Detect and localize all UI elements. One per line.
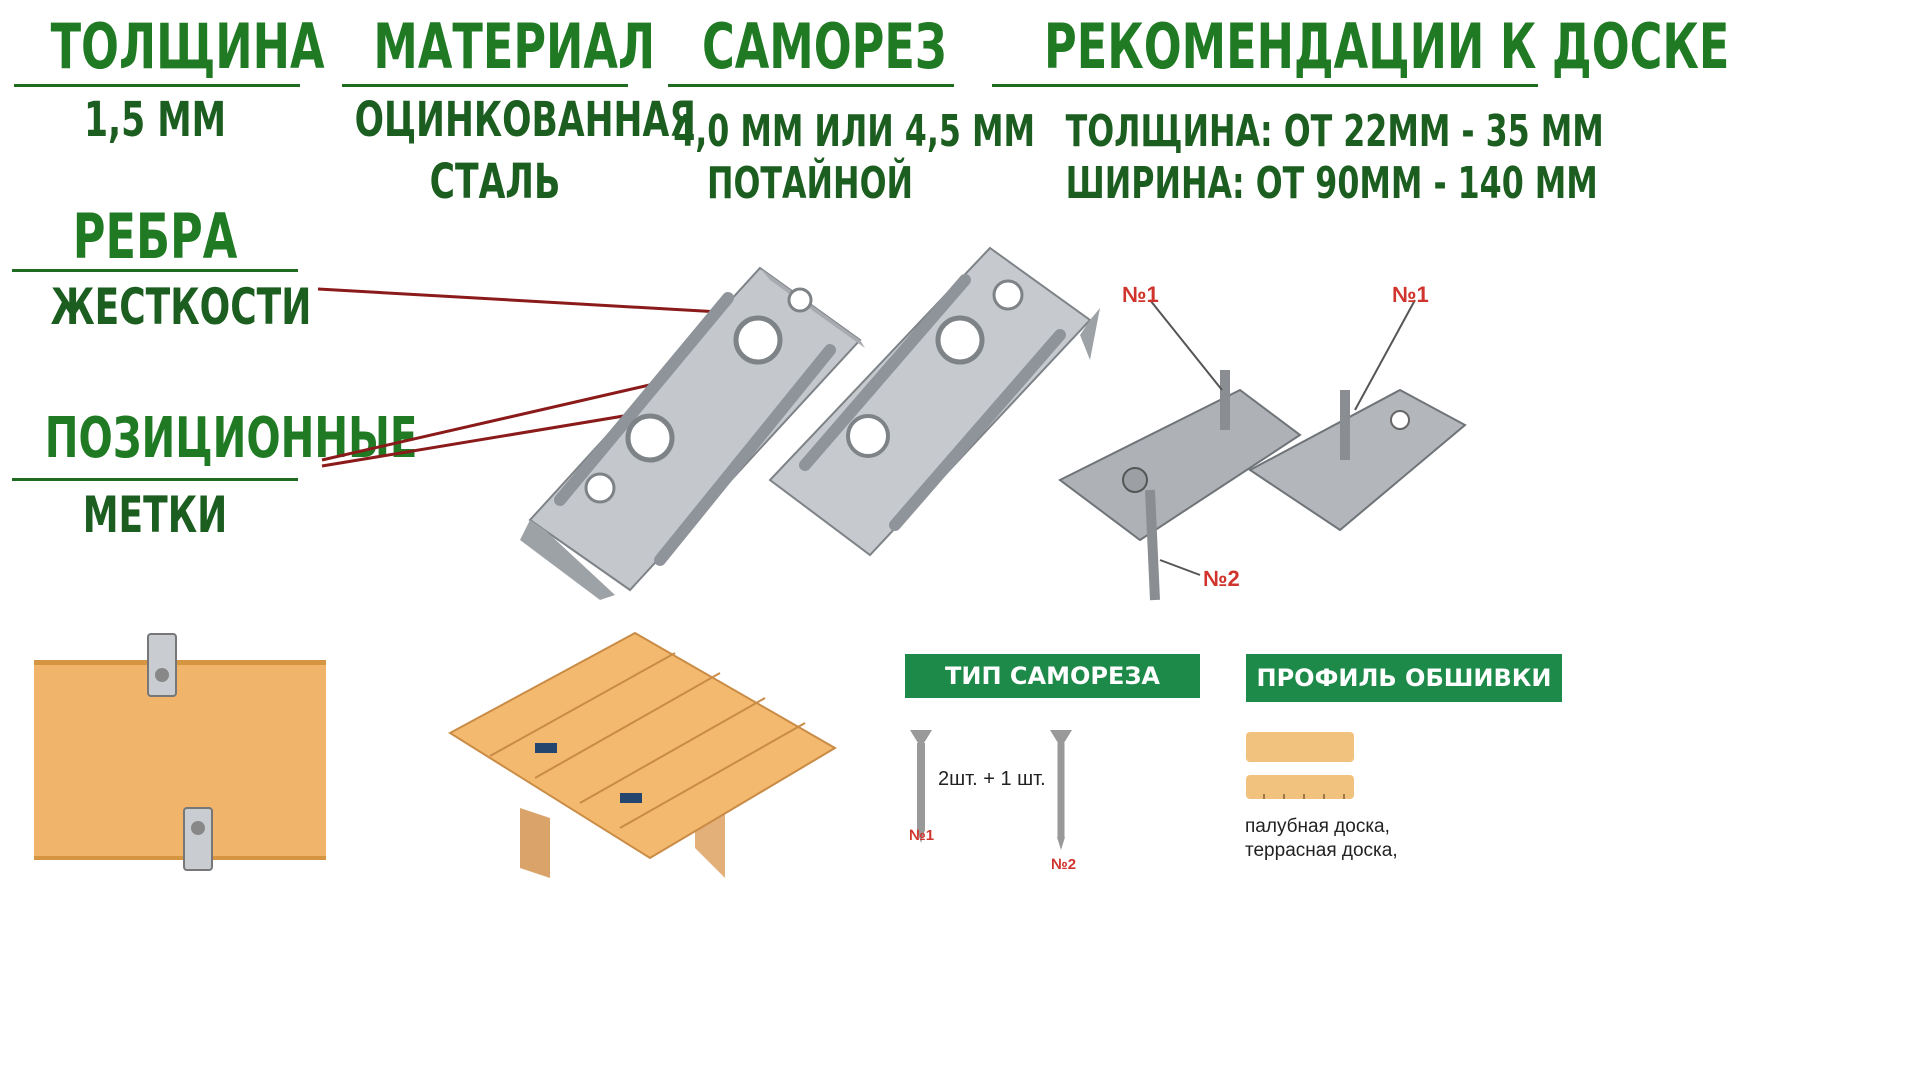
profile-boards <box>1246 732 1354 799</box>
screw-diagram <box>910 730 1072 850</box>
material-value-line2: СТАЛЬ <box>429 154 561 210</box>
divider <box>668 84 954 87</box>
wood-plank-illustration <box>34 633 326 871</box>
screw-quantity: 2шт. + 1 шт. <box>938 768 1046 790</box>
divider <box>14 84 300 87</box>
screw-value-line2: ПОТАЙНОЙ <box>706 158 914 209</box>
deck-illustration <box>448 631 837 878</box>
screw-label-1: №1 <box>909 827 935 844</box>
profile-note-line2: террасная доска, <box>1245 840 1398 861</box>
callout-n1-left: №1 <box>1122 282 1159 307</box>
clips-with-screws <box>1058 299 1467 601</box>
divider <box>342 84 628 87</box>
divider <box>992 84 1538 87</box>
positional-sub: МЕТКИ <box>82 486 228 544</box>
divider <box>12 269 298 272</box>
thickness-value: 1,5 ММ <box>83 92 227 148</box>
profile-note-line1: палубная доска, <box>1245 816 1390 837</box>
profile-banner: ПРОФИЛЬ ОБШИВКИ <box>1246 654 1562 702</box>
header-screw: САМОРЕЗ <box>702 10 947 83</box>
metal-clip-right <box>768 246 1100 557</box>
header-ribs: РЕБРА <box>72 200 238 273</box>
screw-label-2: №2 <box>1051 856 1077 873</box>
metal-clip-left <box>520 266 865 600</box>
callout-n2: №2 <box>1203 566 1240 591</box>
screw-type-banner: ТИП САМОРЕЗА <box>905 654 1200 698</box>
divider <box>12 478 298 481</box>
callout-n1-right: №1 <box>1392 282 1429 307</box>
